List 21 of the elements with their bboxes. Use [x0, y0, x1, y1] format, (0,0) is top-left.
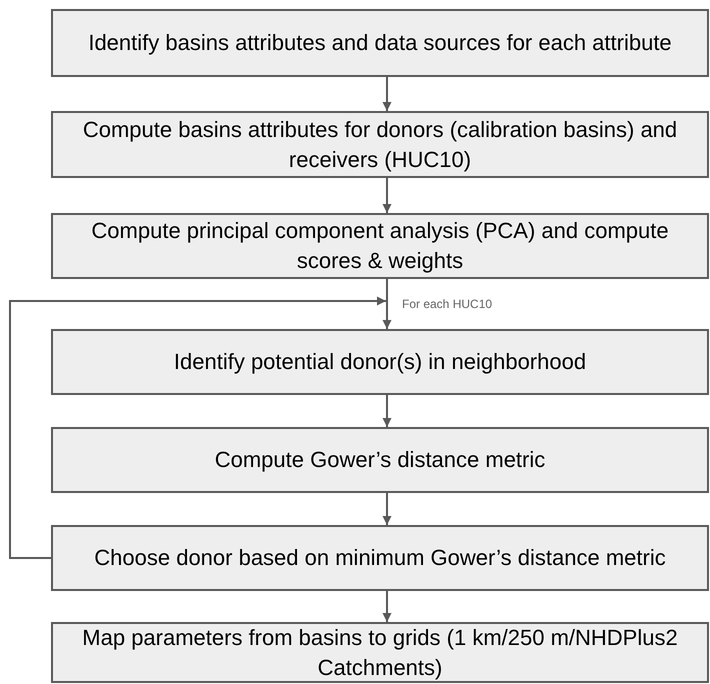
process-box — [51, 427, 709, 493]
process-box — [51, 213, 709, 279]
step-text: Map parameters from basins to grids (1 km/250 m/NHDPlus2 Catchments) — [81, 624, 679, 682]
step-text: Compute basins attributes for donors (calibration basins) and receivers (HUC10) — [82, 116, 678, 174]
process-box — [51, 9, 709, 77]
arrow — [382, 591, 392, 622]
process-box — [51, 111, 709, 178]
step-text: Identify potential donor(s) in neighborhood — [174, 348, 586, 376]
step-text: Choose donor based on minimum Gower’s distance metric — [94, 544, 666, 572]
edge-label: For each HUC10 — [402, 297, 492, 311]
arrow — [382, 279, 392, 329]
arrow — [382, 395, 392, 427]
arrow — [382, 493, 392, 525]
step-text: Compute Gower’s distance metric — [214, 446, 546, 474]
process-box — [51, 329, 709, 395]
step-text: Compute principal component analysis (PCA) and compute scores & weights — [90, 217, 670, 275]
step-text: Identify basins attributes and data sources for each attribute — [88, 29, 672, 57]
arrow — [9, 296, 386, 559]
process-box — [51, 525, 709, 591]
arrow — [382, 178, 392, 213]
arrow — [382, 77, 392, 111]
